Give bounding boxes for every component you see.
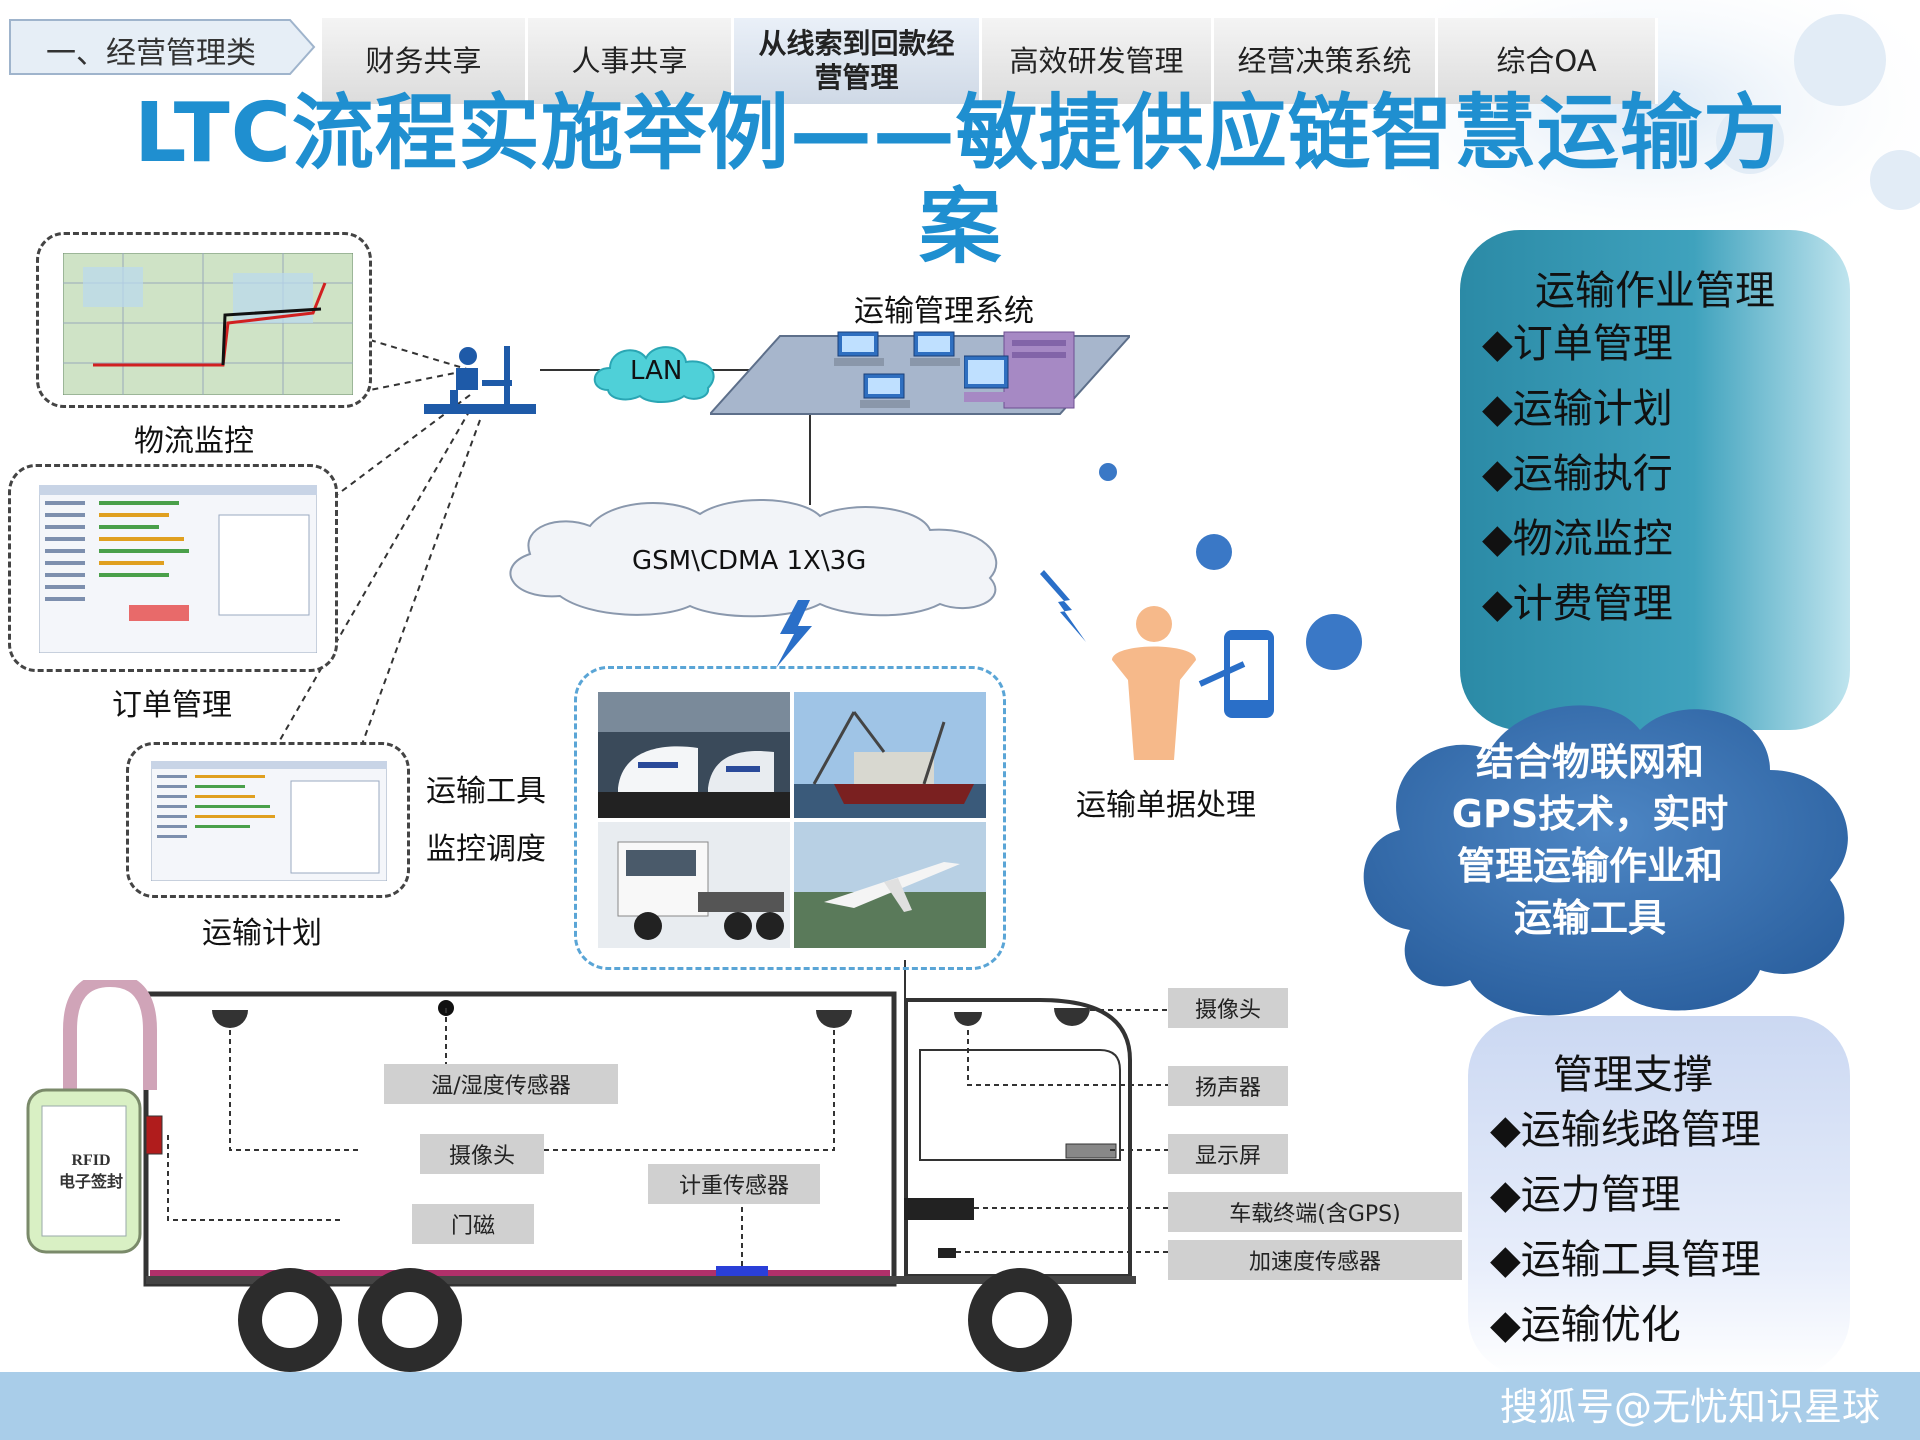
- wireless-label: GSM\CDMA 1X\3G: [632, 546, 867, 576]
- vehicle-dispatch-label-2: 监控调度: [426, 832, 546, 867]
- mobile-user-icon: [1112, 606, 1274, 760]
- support-item-capacity: ◆运力管理: [1490, 1172, 1681, 1218]
- tab-rnd[interactable]: 高效研发管理: [982, 18, 1214, 104]
- support-item-optimize: ◆运输优化: [1490, 1302, 1681, 1348]
- vehicle-terminal-label: 车载终端(含GPS): [1168, 1192, 1462, 1232]
- order-management-label: 订单管理: [112, 688, 232, 723]
- order-management-thumbnail: [8, 464, 338, 672]
- support-panel-title: 管理支撑: [1553, 1052, 1713, 1098]
- temp-humidity-sensor-label: 温/湿度传感器: [384, 1064, 618, 1104]
- rfid-label-line2: 电子签封: [58, 1174, 123, 1191]
- workstation-icon: [834, 331, 884, 366]
- wireless-network-cloud: [509, 499, 998, 618]
- ops-item-monitor: ◆物流监控: [1482, 516, 1673, 562]
- workstation-icon-3: [860, 373, 910, 408]
- operations-panel: 运输作业管理 ◆订单管理 ◆运输计划 ◆运输执行 ◆物流监控 ◆计费管理: [1460, 230, 1850, 730]
- vehicles-photo-frame: [574, 666, 1006, 970]
- signal-bolt-icon-2: [1040, 570, 1086, 642]
- support-item-vehicle: ◆运输工具管理: [1490, 1237, 1761, 1283]
- ship-photo: [794, 692, 986, 818]
- tab-bar: 财务共享 人事共享 从线索到回款经营管理 高效研发管理 经营决策系统 综合OA: [322, 18, 1658, 104]
- thought-bubbles: [1099, 463, 1362, 670]
- transport-plan-thumbnail: [126, 742, 410, 898]
- logistics-monitor-label: 物流监控: [134, 424, 254, 459]
- highlight-cloud-text: 结合物联网和 GPS技术，实时 管理运输作业和 运输工具: [1400, 736, 1780, 944]
- cloud-line-4: 运输工具: [1513, 896, 1666, 940]
- weight-sensor-label: 计重传感器: [648, 1164, 820, 1204]
- page-title-line2: 案: [918, 180, 1001, 275]
- cloud-line-2: GPS技术，实时: [1451, 792, 1729, 836]
- logistics-monitor-thumbnail: [36, 232, 372, 408]
- tab-oa[interactable]: 综合OA: [1438, 18, 1658, 104]
- server-icon: [964, 331, 1075, 409]
- order-screen-screenshot: [39, 485, 317, 653]
- speaker-label: 扬声器: [1168, 1066, 1288, 1106]
- vehicle-dispatch-label-1: 运输工具: [426, 774, 546, 809]
- display-label: 显示屏: [1168, 1134, 1288, 1174]
- tab-decision[interactable]: 经营决策系统: [1214, 18, 1438, 104]
- section-tag[interactable]: 一、经营管理类: [0, 14, 320, 80]
- tab-finance[interactable]: 财务共享: [322, 18, 528, 104]
- operator-desk-icon: [424, 346, 536, 414]
- document-processing-label: 运输单据处理: [1076, 788, 1256, 823]
- rfid-label-line1: RFID: [71, 1152, 111, 1169]
- ops-item-execution: ◆运输执行: [1482, 451, 1673, 497]
- tab-hr[interactable]: 人事共享: [528, 18, 734, 104]
- plan-screen-screenshot: [151, 761, 387, 881]
- map-screenshot: [63, 253, 353, 395]
- watermark: 搜狐号@无忧知识星球: [1499, 1385, 1880, 1429]
- transport-plan-label: 运输计划: [202, 916, 322, 951]
- section-tag-label: 一、经营管理类: [46, 36, 256, 71]
- lan-cloud: [593, 346, 715, 403]
- highlight-cloud: [1363, 705, 1848, 1016]
- rfid-label: RFID 电子签封: [46, 1150, 136, 1194]
- ops-item-plan: ◆运输计划: [1482, 386, 1673, 432]
- support-panel: 管理支撑 ◆运输线路管理 ◆运力管理 ◆运输工具管理 ◆运输优化: [1468, 1016, 1850, 1376]
- support-item-route: ◆运输线路管理: [1490, 1107, 1761, 1153]
- workstation-icon-2: [910, 331, 960, 366]
- tms-label: 运输管理系统: [854, 294, 1034, 329]
- page-title: LTC流程实施举例——敏捷供应链智慧运输方: [134, 86, 1786, 181]
- truck-photo: [598, 822, 790, 948]
- lan-label: LAN: [630, 356, 683, 386]
- door-sensor-label: 门磁: [412, 1204, 534, 1244]
- accelerometer-label: 加速度传感器: [1168, 1240, 1462, 1280]
- footer-bar: [0, 1372, 1920, 1440]
- airplane-photo: [794, 822, 986, 948]
- train-photo: [598, 692, 790, 818]
- cloud-line-3: 管理运输作业和: [1456, 844, 1723, 888]
- tab-ltc[interactable]: 从线索到回款经营管理: [734, 18, 982, 104]
- cab-camera-label: 摄像头: [1168, 988, 1288, 1028]
- signal-bolt-icon: [776, 600, 812, 668]
- trailer-camera-label: 摄像头: [420, 1134, 544, 1174]
- operations-panel-title: 运输作业管理: [1535, 268, 1775, 314]
- ops-item-billing: ◆计费管理: [1482, 581, 1673, 627]
- ops-item-order: ◆订单管理: [1482, 321, 1673, 367]
- cloud-line-1: 结合物联网和: [1475, 740, 1704, 784]
